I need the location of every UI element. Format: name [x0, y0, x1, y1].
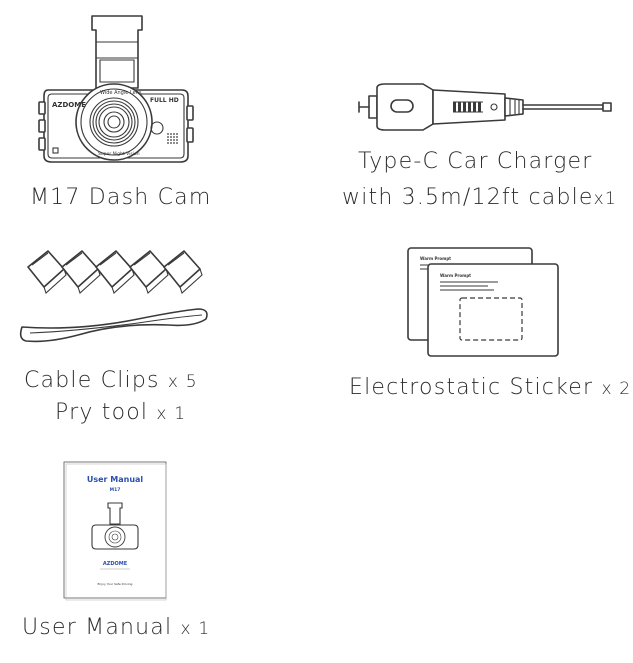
- manual-cover-model: M17: [110, 487, 121, 493]
- cable-clips-label-text: Cable Clips: [24, 368, 160, 393]
- car-charger-qty: x1: [593, 189, 617, 209]
- cable-clips-icon: [19, 250, 208, 343]
- car-charger-label-line2: with 3.5m/12ft cablex1: [342, 187, 617, 209]
- user-manual-icon: User Manual M17 AZDOME Enjoy Your Safe D…: [63, 461, 167, 601]
- dash-cam-label: M17 Dash Cam: [30, 185, 212, 210]
- dash-cam-icon: AZDOME FULL HD Wide Angle Lens Super Nig…: [38, 15, 194, 163]
- sticker-front-title: Warm Prompt: [440, 273, 471, 278]
- sticker-back-title: Warm Prompt: [420, 256, 451, 261]
- manual-cover-title: User Manual: [87, 475, 144, 484]
- pry-tool-label-text: Pry tool: [55, 400, 149, 425]
- car-charger-label-line1: Type-C Car Charger: [358, 149, 593, 174]
- car-charger-label-text: with 3.5m/12ft cable: [342, 185, 594, 210]
- manual-label-text: User Manual: [22, 615, 173, 640]
- manual-qty: x 1: [180, 619, 211, 639]
- dash-cam-hd-badge: FULL HD: [150, 97, 179, 104]
- sticker-icon: Warm Prompt Warm Prompt: [407, 247, 559, 357]
- dash-cam-lens-text-top: Wide Angle Lens: [100, 90, 142, 96]
- manual-cover-tagline: Enjoy Your Safe Driving: [98, 582, 133, 586]
- sticker-qty: x 2: [601, 379, 632, 399]
- dash-cam-brand: AZDOME: [52, 101, 86, 109]
- dash-cam-lens-text-bottom: Super Night Vision: [98, 151, 140, 157]
- car-charger-icon: [358, 83, 612, 131]
- sticker-label-text: Electrostatic Sticker: [349, 375, 594, 400]
- cable-clips-qty: x 5: [167, 372, 198, 392]
- manual-cover-brand: AZDOME: [103, 561, 128, 567]
- pry-tool-qty: x 1: [156, 404, 187, 424]
- sticker-label: Electrostatic Sticker x 2: [349, 377, 631, 399]
- manual-label: User Manual x 1: [22, 617, 210, 639]
- pry-tool-label-line2: Pry tool x 1: [55, 402, 186, 424]
- cable-clips-label-line1: Cable Clips x 5: [24, 370, 198, 392]
